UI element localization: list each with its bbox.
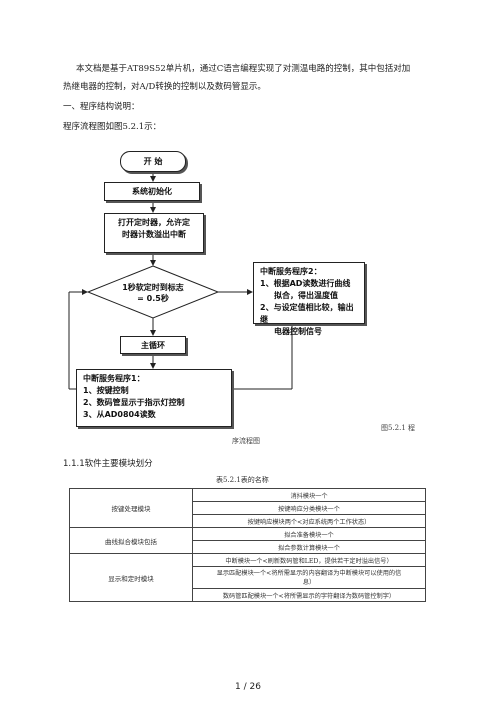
intro-line-2: 热继电器的控制，对A/D转换的控制以及数码管显示。	[63, 82, 266, 92]
sub-heading: 1.1.1软件主要模块划分	[63, 459, 153, 469]
table-cell: 按键响应分类模块一个	[192, 501, 426, 515]
table-cell-category: 按键处理模块	[69, 488, 193, 528]
flow-isr2-item-3: 2、与设定值相比较，输出继	[260, 303, 354, 324]
flow-mainloop: 主循环	[120, 336, 186, 354]
table-cell-line: 息）	[302, 578, 316, 586]
table-cell: 拟合参数计算模块一个	[192, 540, 426, 554]
table-cell-line: 显示匹配模块一个<将所需显示的内容翻译为中断模块可以使用的信	[216, 569, 402, 577]
flow-start: 开 始	[120, 151, 186, 172]
decision-diamond	[86, 265, 220, 319]
intro-line-1: 本文档是基于AT89S52单片机，通过C语言编程实现了对测温电路的控制，其中包括…	[76, 64, 411, 74]
flow-isr1: 中断服务程序1： 1、按键控制 2、数码管显示于指示灯控制 3、从AD0804读…	[76, 369, 232, 427]
flow-isr1-item-1: 1、按键控制	[83, 386, 129, 395]
table-cell: 中断模块一个<刷新数码管和LED，提供若干定时溢出信号）	[192, 553, 426, 567]
flow-decision-text: 1秒软定时到标志 = 0.5秒	[103, 282, 203, 304]
flow-init: 系统初始化	[104, 182, 200, 201]
flow-intro: 程序流程图如图5.2.1示：	[63, 122, 162, 132]
flow-timer-line-1: 打开定时器，允许定	[118, 218, 190, 227]
table-cell: 拟合准备模块一个	[192, 527, 426, 541]
flow-isr2-item-4: 电器控制信号	[274, 327, 322, 336]
figure-caption-left: 序流程图	[232, 437, 260, 445]
flow-isr2-title: 中断服务程序2：	[260, 267, 322, 276]
table-title: 表5.2.1表的名称	[216, 476, 269, 484]
flow-timer: 打开定时器，允许定 时器计数溢出中断	[104, 213, 204, 253]
table-cell: 消抖模块一个	[192, 488, 426, 502]
page-number: 1 / 26	[235, 682, 261, 692]
module-table: 按键处理模块 消抖模块一个 按键响应分类模块一个 按键响应模块两个<对应系统两个…	[69, 488, 426, 602]
table-cell-category: 显示和定时模块	[69, 553, 193, 602]
table-cell-category: 曲线拟合模块包括	[69, 527, 193, 554]
figure-caption-right: 图5.2.1 程	[381, 424, 416, 432]
flow-timer-line-2: 时器计数溢出中断	[122, 230, 186, 239]
table-cell: 数码管匹配模块一个<将所需显示的字符翻译为数码管控制字）	[192, 588, 426, 602]
table-cell: 显示匹配模块一个<将所需显示的内容翻译为中断模块可以使用的信 息）	[192, 566, 426, 589]
flow-decision-line-2: = 0.5秒	[137, 294, 169, 303]
flow-isr1-item-3: 3、从AD0804读数	[83, 410, 156, 419]
table-cell: 按键响应模块两个<对应系统两个工作状态）	[192, 514, 426, 528]
section-heading: 一、程序结构说明：	[63, 102, 140, 112]
flow-isr2: 中断服务程序2： 1、根据AD读数进行曲线 拟合，得出温度值 2、与设定值相比较…	[253, 262, 365, 336]
flow-decision-line-1: 1秒软定时到标志	[122, 283, 184, 292]
flow-isr1-title: 中断服务程序1：	[83, 374, 145, 383]
flow-isr2-item-1: 1、根据AD读数进行曲线	[260, 279, 351, 288]
flow-isr1-item-2: 2、数码管显示于指示灯控制	[83, 398, 185, 407]
flow-isr2-item-2: 拟合，得出温度值	[274, 291, 338, 300]
